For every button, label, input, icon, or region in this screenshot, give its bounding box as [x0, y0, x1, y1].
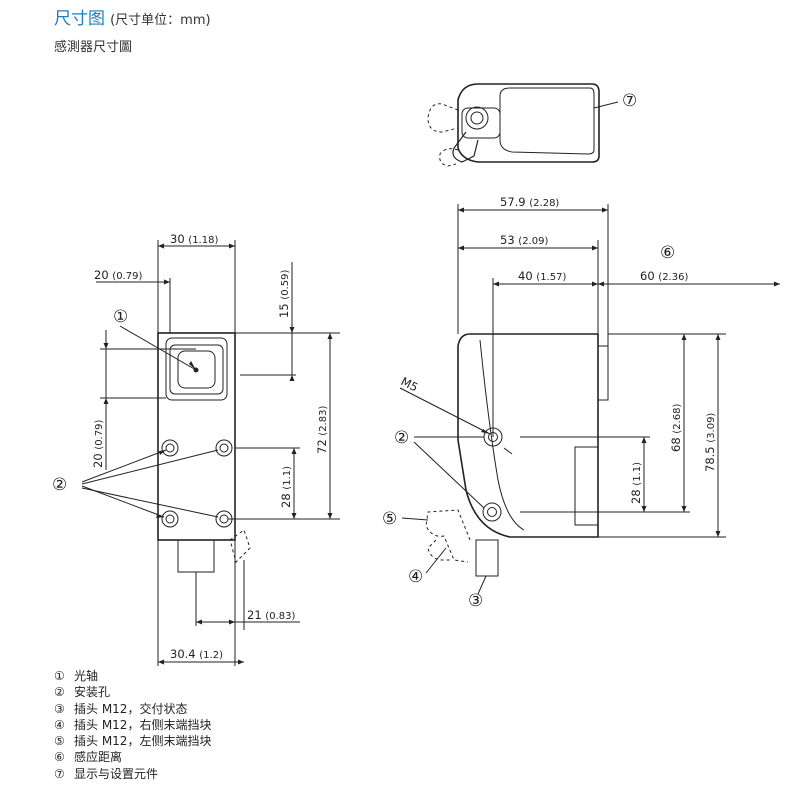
- dim-side-total-depth: 57.9: [500, 195, 526, 209]
- callout-6: ⑥: [660, 243, 675, 263]
- dim-side-body-height: 68: [669, 437, 683, 452]
- svg-text:30.4 (1.2): 30.4 (1.2): [170, 647, 223, 661]
- svg-text:20 (0.79): 20 (0.79): [94, 268, 142, 282]
- dim-side-total-height: 78.5: [703, 446, 717, 472]
- svg-text:21 (0.83): 21 (0.83): [247, 608, 295, 622]
- svg-text:78.5 (3.09): 78.5 (3.09): [703, 413, 717, 472]
- callout-4: ④: [408, 567, 423, 587]
- svg-text:28 (1.1): 28 (1.1): [279, 466, 293, 508]
- dim-front-bottom-offset: 21: [247, 608, 262, 622]
- front-view: [81, 240, 340, 666]
- dim-front-top-offset: 15: [277, 303, 291, 318]
- dim-side-body-depth: 53: [500, 233, 515, 247]
- svg-text:28 (1.1): 28 (1.1): [629, 462, 643, 504]
- svg-text:68 (2.68): 68 (2.68): [669, 404, 683, 452]
- page-title: 尺寸图: [54, 9, 105, 29]
- callout-3: ③: [468, 591, 483, 611]
- svg-text:60 (2.36): 60 (2.36): [640, 269, 688, 283]
- side-view: [399, 204, 780, 595]
- dim-side-sensing: 60: [640, 269, 655, 283]
- callout-2-side: ②: [394, 428, 409, 448]
- svg-text:53 (2.09): 53 (2.09): [500, 233, 548, 247]
- svg-text:40 (1.57): 40 (1.57): [518, 269, 566, 283]
- callout-5: ⑤: [382, 509, 397, 529]
- page-subtitle: 感測器尺寸圖: [54, 40, 133, 55]
- dim-front-optical-y: 20: [91, 453, 105, 468]
- top-view: ⑦: [427, 83, 637, 167]
- dim-front-width-top: 30: [170, 232, 185, 246]
- callout-2-front: ②: [52, 475, 67, 495]
- callout-7: ⑦: [622, 91, 637, 111]
- dim-front-hole-pitch: 28: [279, 493, 293, 508]
- page-header: 尺寸图 (尺寸单位：mm): [54, 4, 211, 29]
- svg-text:30 (1.18): 30 (1.18): [170, 232, 218, 246]
- svg-text:57.9 (2.28): 57.9 (2.28): [500, 195, 559, 209]
- dim-front-optical-x: 20: [94, 268, 109, 282]
- unit-note: (尺寸单位：mm): [110, 13, 211, 28]
- svg-text:20 (0.79): 20 (0.79): [91, 420, 105, 468]
- dim-side-hole-pitch: 28: [629, 489, 643, 504]
- dim-front-height: 72: [315, 439, 329, 454]
- screw-label: M5: [399, 374, 421, 394]
- dim-side-hole-depth: 40: [518, 269, 533, 283]
- svg-text:15 (0.59): 15 (0.59): [277, 270, 291, 318]
- svg-text:72 (2.83): 72 (2.83): [315, 406, 329, 454]
- callout-1: ①: [113, 307, 128, 327]
- dim-front-bottom-width: 30.4: [170, 647, 196, 661]
